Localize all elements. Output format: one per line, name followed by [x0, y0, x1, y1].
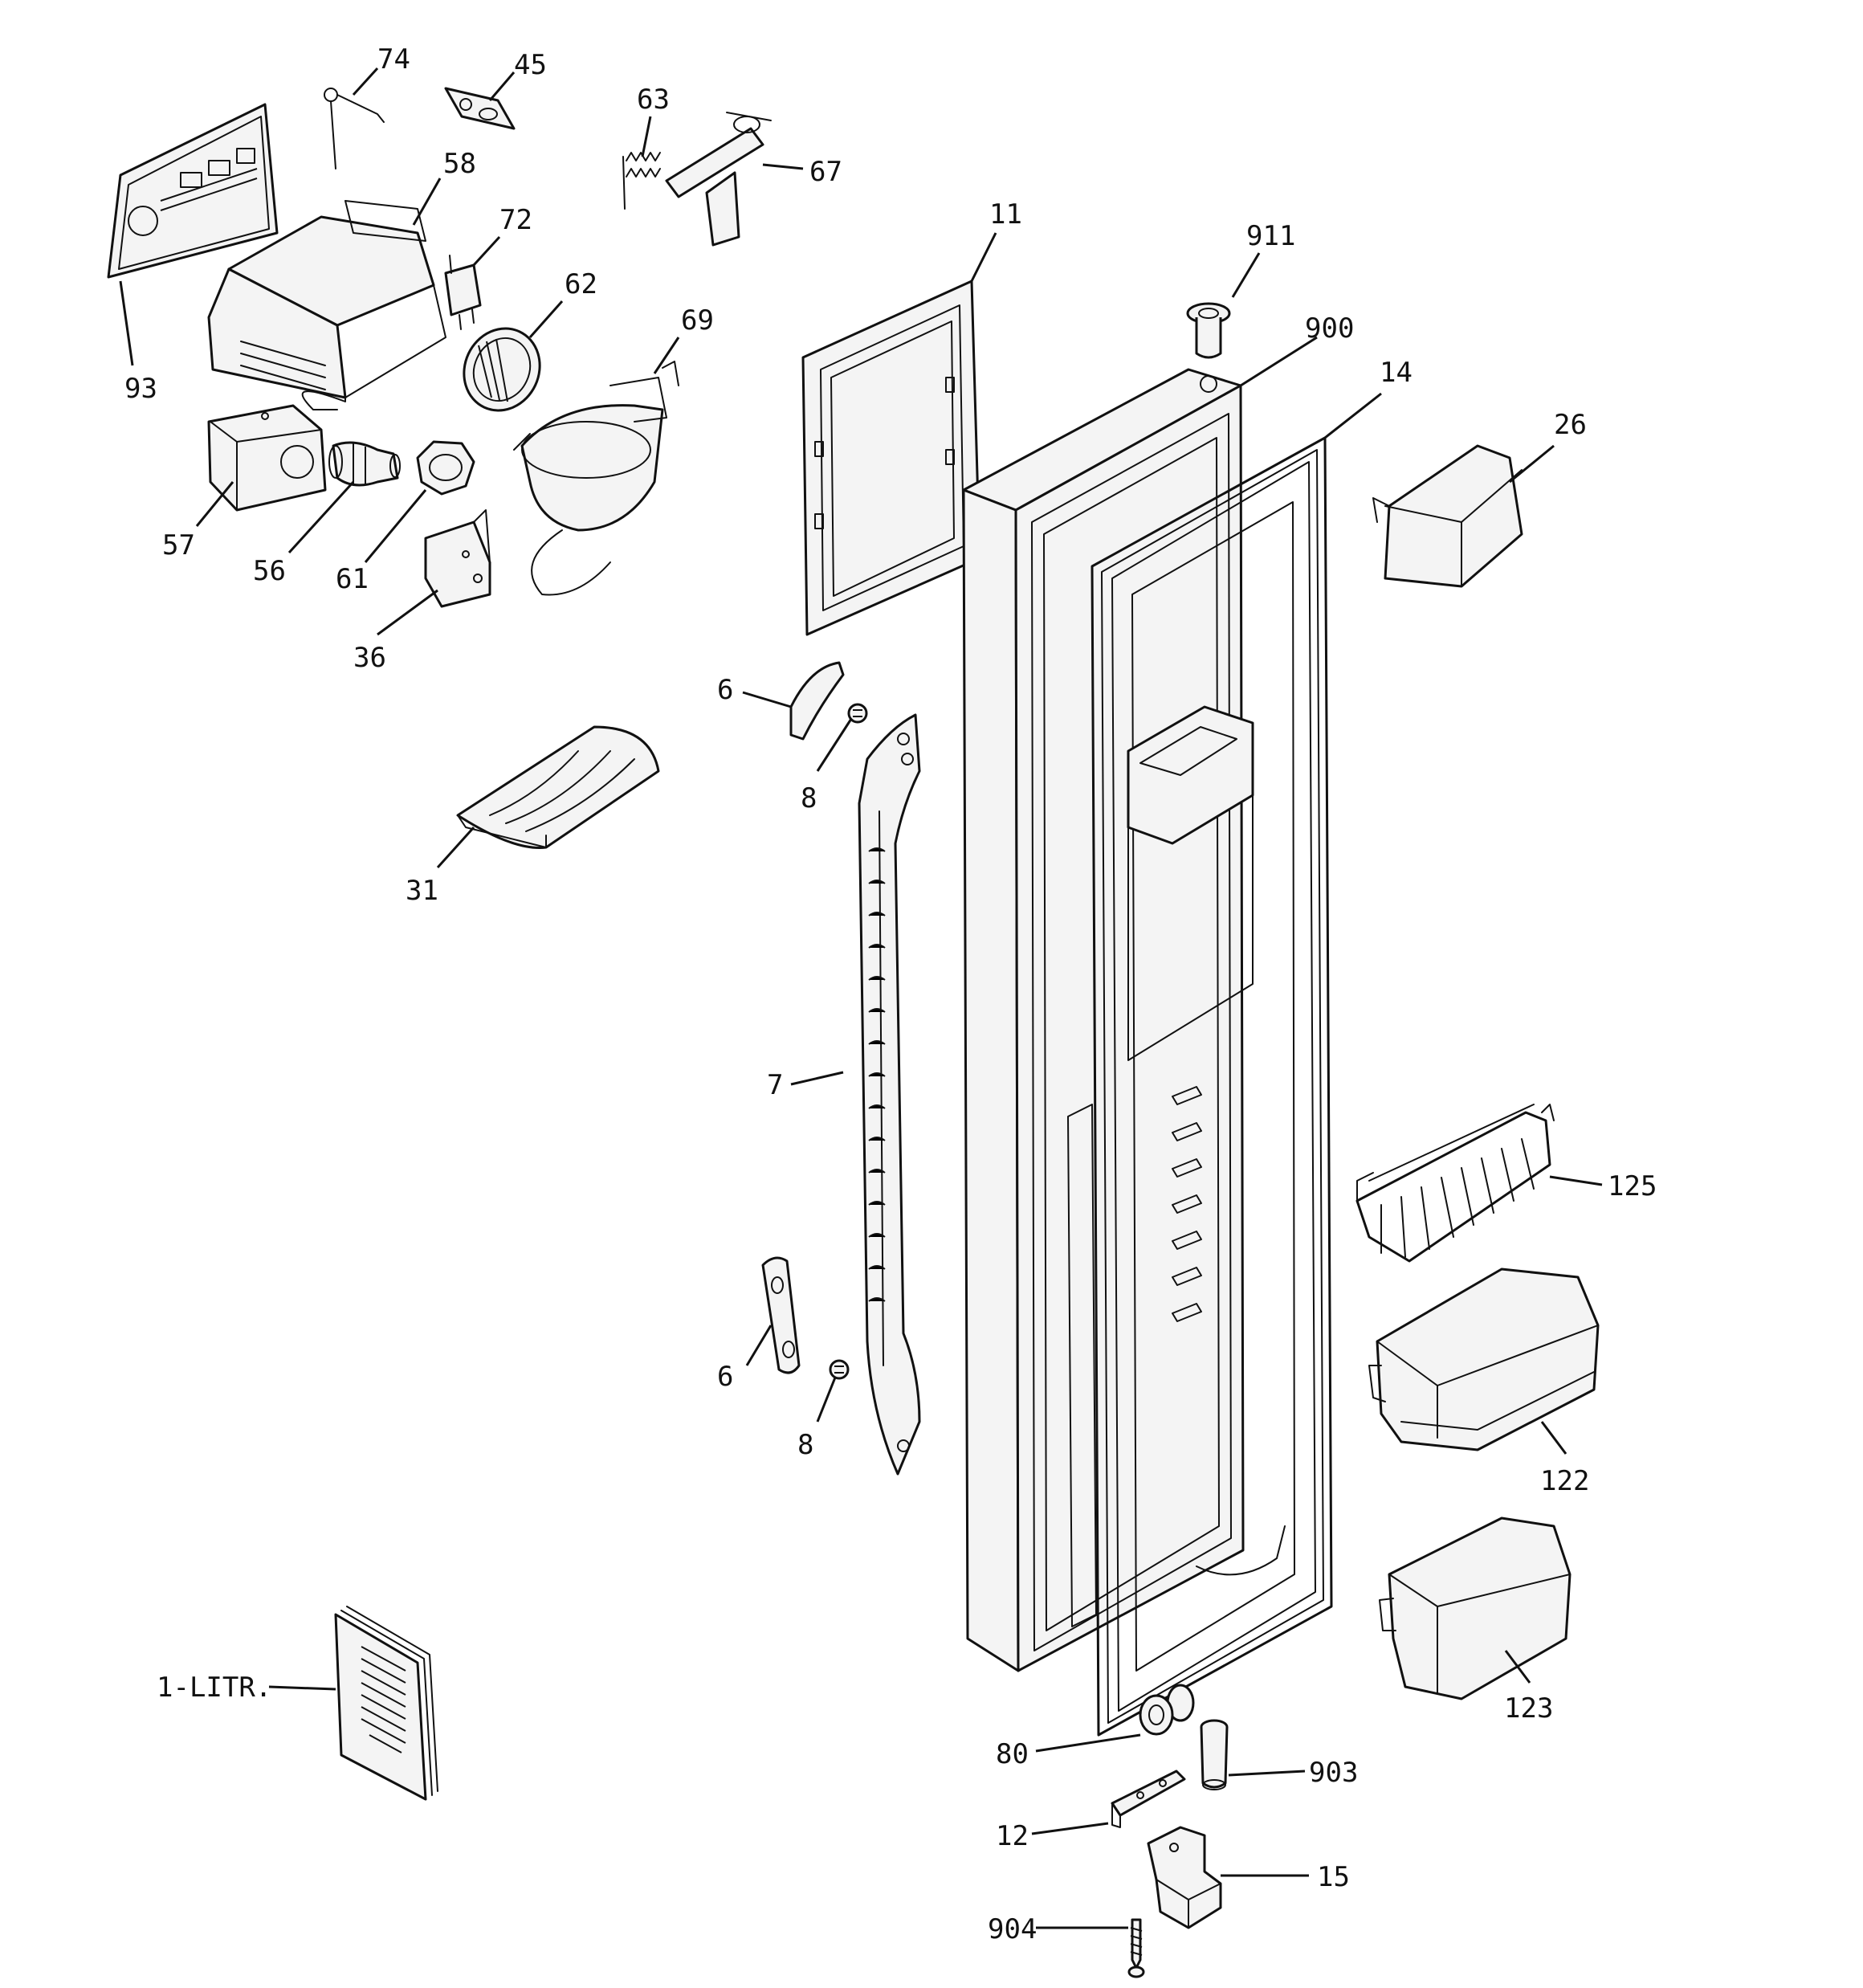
callout-63: 63 — [637, 84, 670, 116]
callout-26: 26 — [1554, 409, 1587, 441]
callout-62: 62 — [565, 268, 597, 300]
callout-67: 67 — [809, 156, 842, 188]
part-8-screw-top[interactable] — [847, 703, 868, 724]
callout-57: 57 — [162, 529, 195, 561]
part-69-ice-bucket[interactable] — [513, 361, 679, 596]
part-72-switch[interactable] — [444, 255, 482, 330]
callout-61: 61 — [336, 563, 369, 595]
part-125-wire-basket[interactable] — [1355, 1104, 1555, 1263]
part-7-door-handle[interactable] — [858, 713, 921, 1476]
callout-56: 56 — [253, 555, 286, 587]
callout-36: 36 — [353, 642, 386, 674]
part-6-handle-cap-bottom[interactable] — [761, 1256, 801, 1374]
part-56-coupling[interactable] — [328, 441, 401, 487]
callout-80: 80 — [996, 1738, 1029, 1770]
callout-45: 45 — [514, 49, 547, 81]
callout-74: 74 — [377, 43, 410, 76]
part-58-dispenser-housing[interactable] — [207, 200, 446, 410]
part-74-spring[interactable] — [324, 88, 385, 169]
callout-122: 122 — [1540, 1465, 1589, 1497]
callout-125: 125 — [1608, 1170, 1657, 1202]
part-904-screw[interactable] — [1127, 1918, 1145, 1978]
part-67-solenoid-bracket[interactable] — [665, 112, 772, 247]
part-45-bracket[interactable] — [444, 87, 516, 130]
shelf-clips — [1172, 1086, 1202, 1322]
leader-lines — [119, 67, 1603, 1929]
callout-904: 904 — [988, 1913, 1037, 1945]
callout-69: 69 — [681, 304, 714, 337]
callout-900: 900 — [1305, 312, 1354, 345]
callout-14: 14 — [1380, 357, 1413, 389]
callout-6-top: 6 — [717, 674, 733, 706]
callout-93: 93 — [124, 373, 157, 405]
callout-31: 31 — [406, 875, 438, 907]
literature-text-lines — [361, 1646, 406, 1753]
part-123-door-bin[interactable] — [1379, 1517, 1572, 1700]
callout-8-top: 8 — [801, 782, 817, 814]
callout-1-litr: 1-LITR. — [157, 1672, 271, 1704]
handle-grip-pattern — [868, 847, 886, 1302]
part-8-screw-bottom[interactable] — [829, 1359, 850, 1380]
callout-911: 911 — [1246, 220, 1295, 252]
callout-123: 123 — [1504, 1692, 1553, 1725]
part-900-door-shell[interactable] — [962, 368, 1245, 1672]
part-31-drip-tray[interactable] — [456, 725, 660, 849]
callout-12: 12 — [996, 1820, 1029, 1852]
part-911-bushing[interactable] — [1186, 302, 1231, 359]
callout-58: 58 — [443, 148, 476, 180]
part-12-hinge-plate[interactable] — [1111, 1770, 1186, 1828]
part-14-gasket[interactable] — [1090, 436, 1333, 1737]
part-80-bushing[interactable] — [1139, 1684, 1195, 1736]
callout-7: 7 — [767, 1069, 783, 1101]
part-15-lower-hinge[interactable] — [1147, 1826, 1222, 1929]
part-93-control-panel[interactable] — [107, 103, 279, 279]
part-1-litr-literature[interactable] — [334, 1606, 438, 1801]
part-63-spring[interactable] — [622, 152, 661, 210]
callout-15: 15 — [1317, 1861, 1350, 1893]
part-26-door-bin[interactable] — [1372, 444, 1523, 588]
callout-11: 11 — [989, 198, 1022, 231]
callout-6-bottom: 6 — [717, 1361, 733, 1393]
callout-8-bottom: 8 — [797, 1429, 813, 1461]
part-11-door-liner[interactable] — [801, 280, 981, 636]
callout-903: 903 — [1309, 1757, 1358, 1789]
part-903-hinge-pin[interactable] — [1200, 1719, 1229, 1790]
part-6-handle-cap-top[interactable] — [789, 661, 845, 741]
callout-labels: 74 45 63 67 58 72 62 69 93 57 56 61 36 1… — [124, 43, 1657, 1945]
callout-72: 72 — [499, 204, 532, 236]
part-122-door-bin[interactable] — [1368, 1268, 1600, 1451]
part-61-gear[interactable] — [416, 440, 475, 496]
part-62-ring[interactable] — [450, 316, 552, 423]
part-36-bracket[interactable] — [424, 509, 491, 608]
part-57-motor-cover[interactable] — [207, 404, 327, 512]
